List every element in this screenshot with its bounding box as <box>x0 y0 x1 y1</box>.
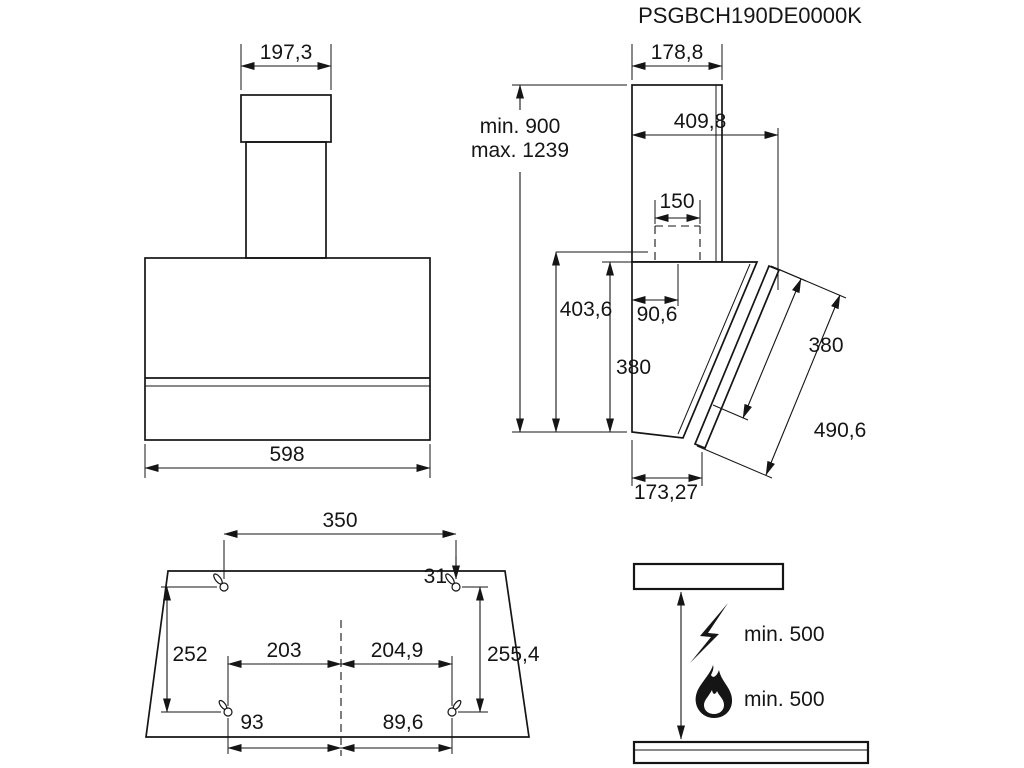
mounting-hole-bottom-right <box>447 699 462 717</box>
dim-left-height: 252 <box>172 643 207 666</box>
dim-bottom-depth: 173,27 <box>634 481 698 504</box>
dim-chimney-width: 197,3 <box>260 41 313 64</box>
gas-clearance-label: min. 500 <box>744 688 825 711</box>
extension-line <box>770 265 847 299</box>
dim-edge-offset: 31 <box>424 565 447 588</box>
front-view: 197,3 598 <box>144 41 431 478</box>
side-view: 178,8 min. 900 max. 1239 409,8 150 403,6… <box>471 41 866 504</box>
dim-bottom-right: 89,6 <box>383 711 424 734</box>
dim-body-width: 598 <box>269 443 304 466</box>
dim-body-height: 380 <box>616 356 651 379</box>
electric-clearance-label: min. 500 <box>744 623 825 646</box>
dim-panel-length: 380 <box>808 334 843 357</box>
product-code: PSGBCH190DE0000K <box>638 3 862 28</box>
dim-height-max: max. 1239 <box>471 139 569 162</box>
chimney-upper-outline <box>240 94 332 143</box>
dim-total-depth: 409,8 <box>674 110 727 133</box>
clearance-view: min. 500 min. 500 <box>632 562 870 765</box>
extension-line <box>712 404 749 421</box>
dim-back-height: 403,6 <box>560 298 613 321</box>
flame-icon <box>695 665 733 718</box>
dim-panel-total: 490,6 <box>814 419 867 442</box>
mounting-template-view: 350 31 252 203 204,9 255,4 93 89,6 <box>145 509 540 756</box>
template-outline <box>145 570 530 738</box>
hood-bottom-outline <box>632 562 785 591</box>
dim-duct-offset: 90,6 <box>637 303 678 326</box>
front-panel-inner-line <box>677 263 751 435</box>
dim-bottom-left: 93 <box>240 711 263 734</box>
hood-body-outline <box>144 257 431 441</box>
lightning-icon <box>690 603 728 663</box>
dimension-line <box>742 278 802 419</box>
chimney-lower-outline <box>245 141 327 259</box>
mounting-hole-top-left <box>213 573 229 592</box>
dim-height-min: min. 900 <box>480 115 561 138</box>
cooktop-outline <box>632 740 870 765</box>
dimension-line <box>765 294 841 476</box>
dim-right-height: 255,4 <box>487 643 540 666</box>
dim-duct-width: 150 <box>659 190 694 213</box>
hood-side-outline <box>631 261 759 439</box>
mounting-hole-bottom-left <box>218 699 233 717</box>
dim-hole-spacing: 350 <box>322 509 357 532</box>
dim-right-span: 204,9 <box>371 639 424 662</box>
extension-line <box>696 445 773 479</box>
dim-left-span: 203 <box>266 639 301 662</box>
dim-chimney-depth: 178,8 <box>651 41 704 64</box>
